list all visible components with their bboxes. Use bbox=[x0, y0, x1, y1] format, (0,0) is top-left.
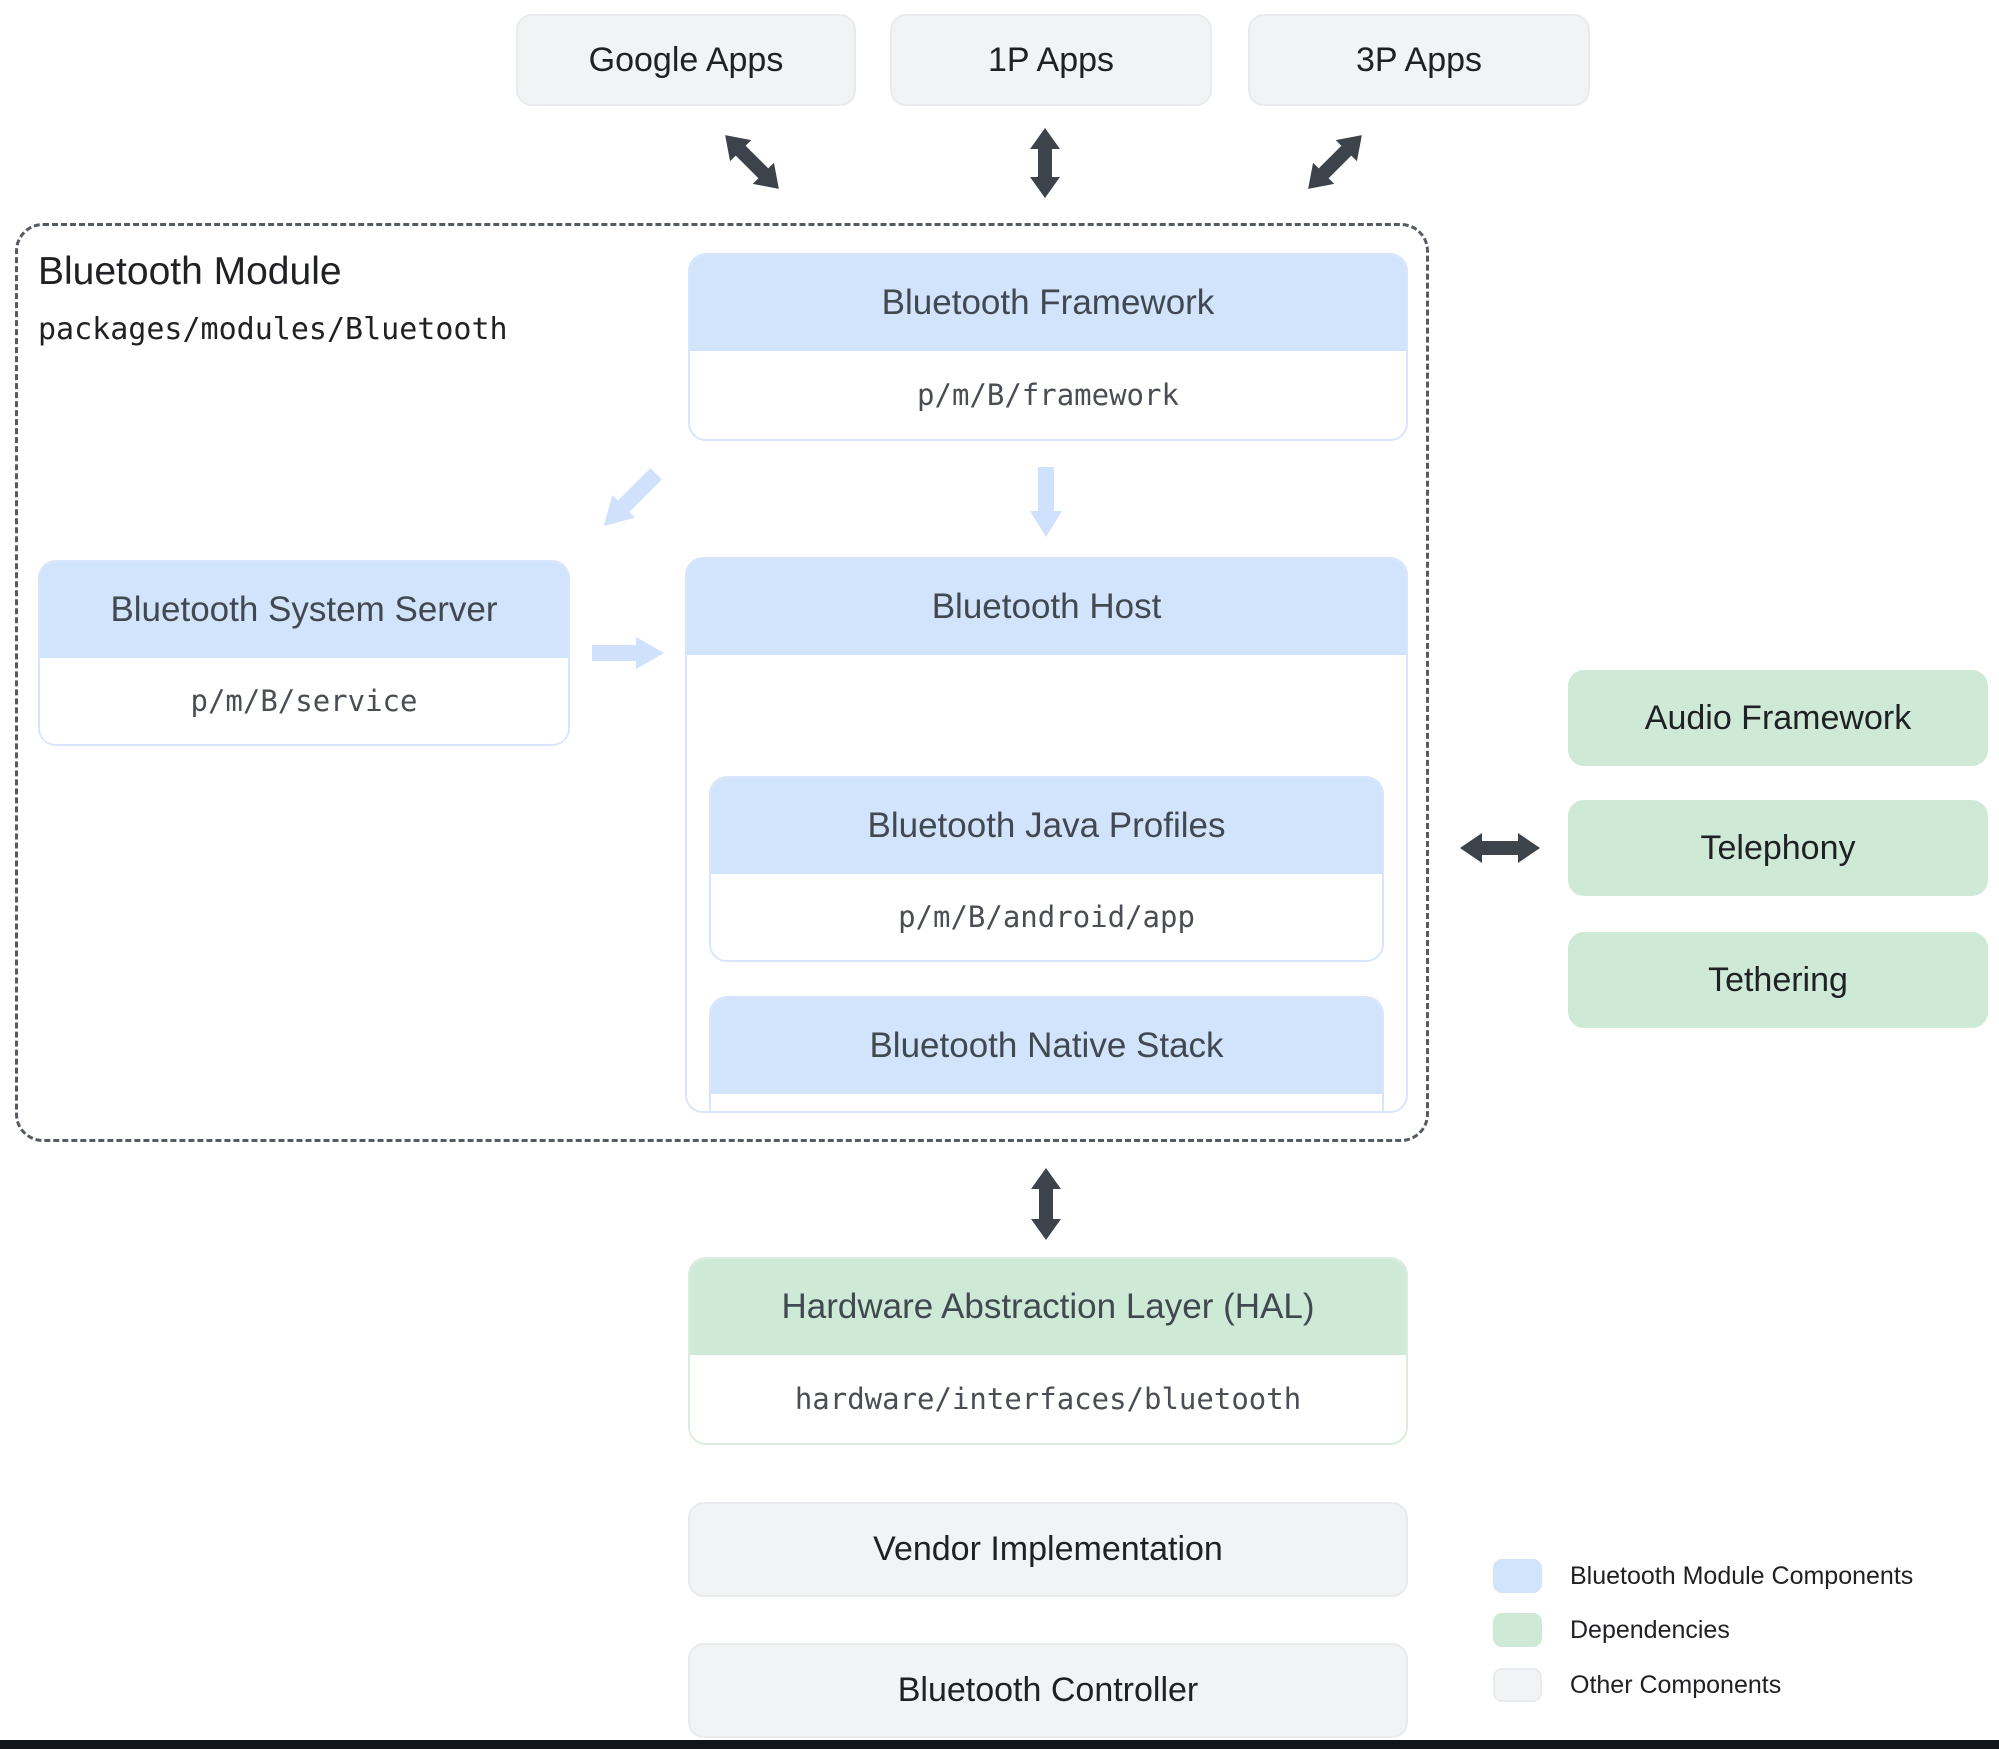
google-apps-box: Google Apps bbox=[516, 14, 856, 106]
tethering-box: Tethering bbox=[1568, 932, 1988, 1028]
bluetooth-system-server-path: p/m/B/service bbox=[40, 658, 568, 744]
module-to-hal-bidirectional-arrow-icon bbox=[1031, 1168, 1061, 1240]
bluetooth-host-body: Bluetooth Java Profiles p/m/B/android/ap… bbox=[687, 655, 1406, 1111]
bluetooth-module-title: Bluetooth Module bbox=[38, 250, 342, 293]
module-to-dependencies-bidirectional-arrow-icon bbox=[1460, 833, 1540, 863]
first-party-apps-label: 1P Apps bbox=[987, 40, 1115, 79]
hal-title: Hardware Abstraction Layer (HAL) bbox=[690, 1259, 1406, 1355]
screenshot-bottom-edge bbox=[0, 1740, 1999, 1749]
legend-label-module-components: Bluetooth Module Components bbox=[1570, 1561, 1914, 1590]
bluetooth-module-container bbox=[15, 223, 1429, 1142]
legend-swatch-green bbox=[1493, 1613, 1542, 1647]
vendor-implementation-box: Vendor Implementation bbox=[688, 1502, 1408, 1597]
legend-label-other-components: Other Components bbox=[1570, 1670, 1782, 1699]
bluetooth-host-title: Bluetooth Host bbox=[687, 559, 1406, 655]
bluetooth-system-server-panel: Bluetooth System Server p/m/B/service bbox=[38, 560, 570, 746]
hal-panel: Hardware Abstraction Layer (HAL) hardwar… bbox=[688, 1257, 1408, 1445]
tethering-label: Tethering bbox=[1708, 960, 1848, 999]
third-party-apps-bidirectional-arrow-icon bbox=[1273, 100, 1397, 224]
bluetooth-native-stack-panel: Bluetooth Native Stack p/m/B/system bbox=[709, 996, 1384, 1111]
legend-swatch-blue bbox=[1493, 1559, 1542, 1593]
telephony-label: Telephony bbox=[1700, 828, 1856, 867]
bluetooth-framework-path: p/m/B/framework bbox=[690, 351, 1406, 439]
audio-framework-box: Audio Framework bbox=[1568, 670, 1988, 766]
bluetooth-controller-box: Bluetooth Controller bbox=[688, 1643, 1408, 1738]
bluetooth-framework-panel: Bluetooth Framework p/m/B/framework bbox=[688, 253, 1408, 441]
bluetooth-java-profiles-panel: Bluetooth Java Profiles p/m/B/android/ap… bbox=[709, 776, 1384, 962]
framework-to-host-arrow-icon bbox=[1030, 467, 1062, 537]
google-apps-bidirectional-arrow-icon bbox=[690, 100, 814, 224]
third-party-apps-box: 3P Apps bbox=[1248, 14, 1590, 106]
legend-label-dependencies: Dependencies bbox=[1570, 1615, 1730, 1644]
legend-item-other-components: Other Components bbox=[1493, 1665, 1781, 1705]
audio-framework-label: Audio Framework bbox=[1644, 698, 1912, 737]
bluetooth-java-profiles-path: p/m/B/android/app bbox=[711, 874, 1382, 960]
legend-swatch-gray bbox=[1493, 1668, 1542, 1702]
bluetooth-native-stack-title: Bluetooth Native Stack bbox=[711, 998, 1382, 1094]
framework-to-system-server-arrow-icon bbox=[568, 438, 692, 562]
system-server-to-host-arrow-icon bbox=[592, 637, 664, 669]
bluetooth-module-path: packages/modules/Bluetooth bbox=[38, 312, 508, 347]
third-party-apps-label: 3P Apps bbox=[1355, 40, 1483, 79]
bluetooth-native-stack-path: p/m/B/system bbox=[711, 1094, 1382, 1111]
first-party-apps-bidirectional-arrow-icon bbox=[1030, 128, 1060, 198]
bluetooth-java-profiles-title: Bluetooth Java Profiles bbox=[711, 778, 1382, 874]
google-apps-label: Google Apps bbox=[588, 40, 784, 79]
hal-path: hardware/interfaces/bluetooth bbox=[690, 1355, 1406, 1443]
first-party-apps-box: 1P Apps bbox=[890, 14, 1212, 106]
bluetooth-framework-title: Bluetooth Framework bbox=[690, 255, 1406, 351]
legend-item-module-components: Bluetooth Module Components bbox=[1493, 1556, 1913, 1596]
bluetooth-controller-label: Bluetooth Controller bbox=[897, 1671, 1199, 1709]
telephony-box: Telephony bbox=[1568, 800, 1988, 896]
bluetooth-system-server-title: Bluetooth System Server bbox=[40, 562, 568, 658]
bluetooth-host-panel: Bluetooth Host Bluetooth Java Profiles p… bbox=[685, 557, 1408, 1113]
legend-item-dependencies: Dependencies bbox=[1493, 1610, 1730, 1650]
vendor-implementation-label: Vendor Implementation bbox=[873, 1530, 1223, 1568]
